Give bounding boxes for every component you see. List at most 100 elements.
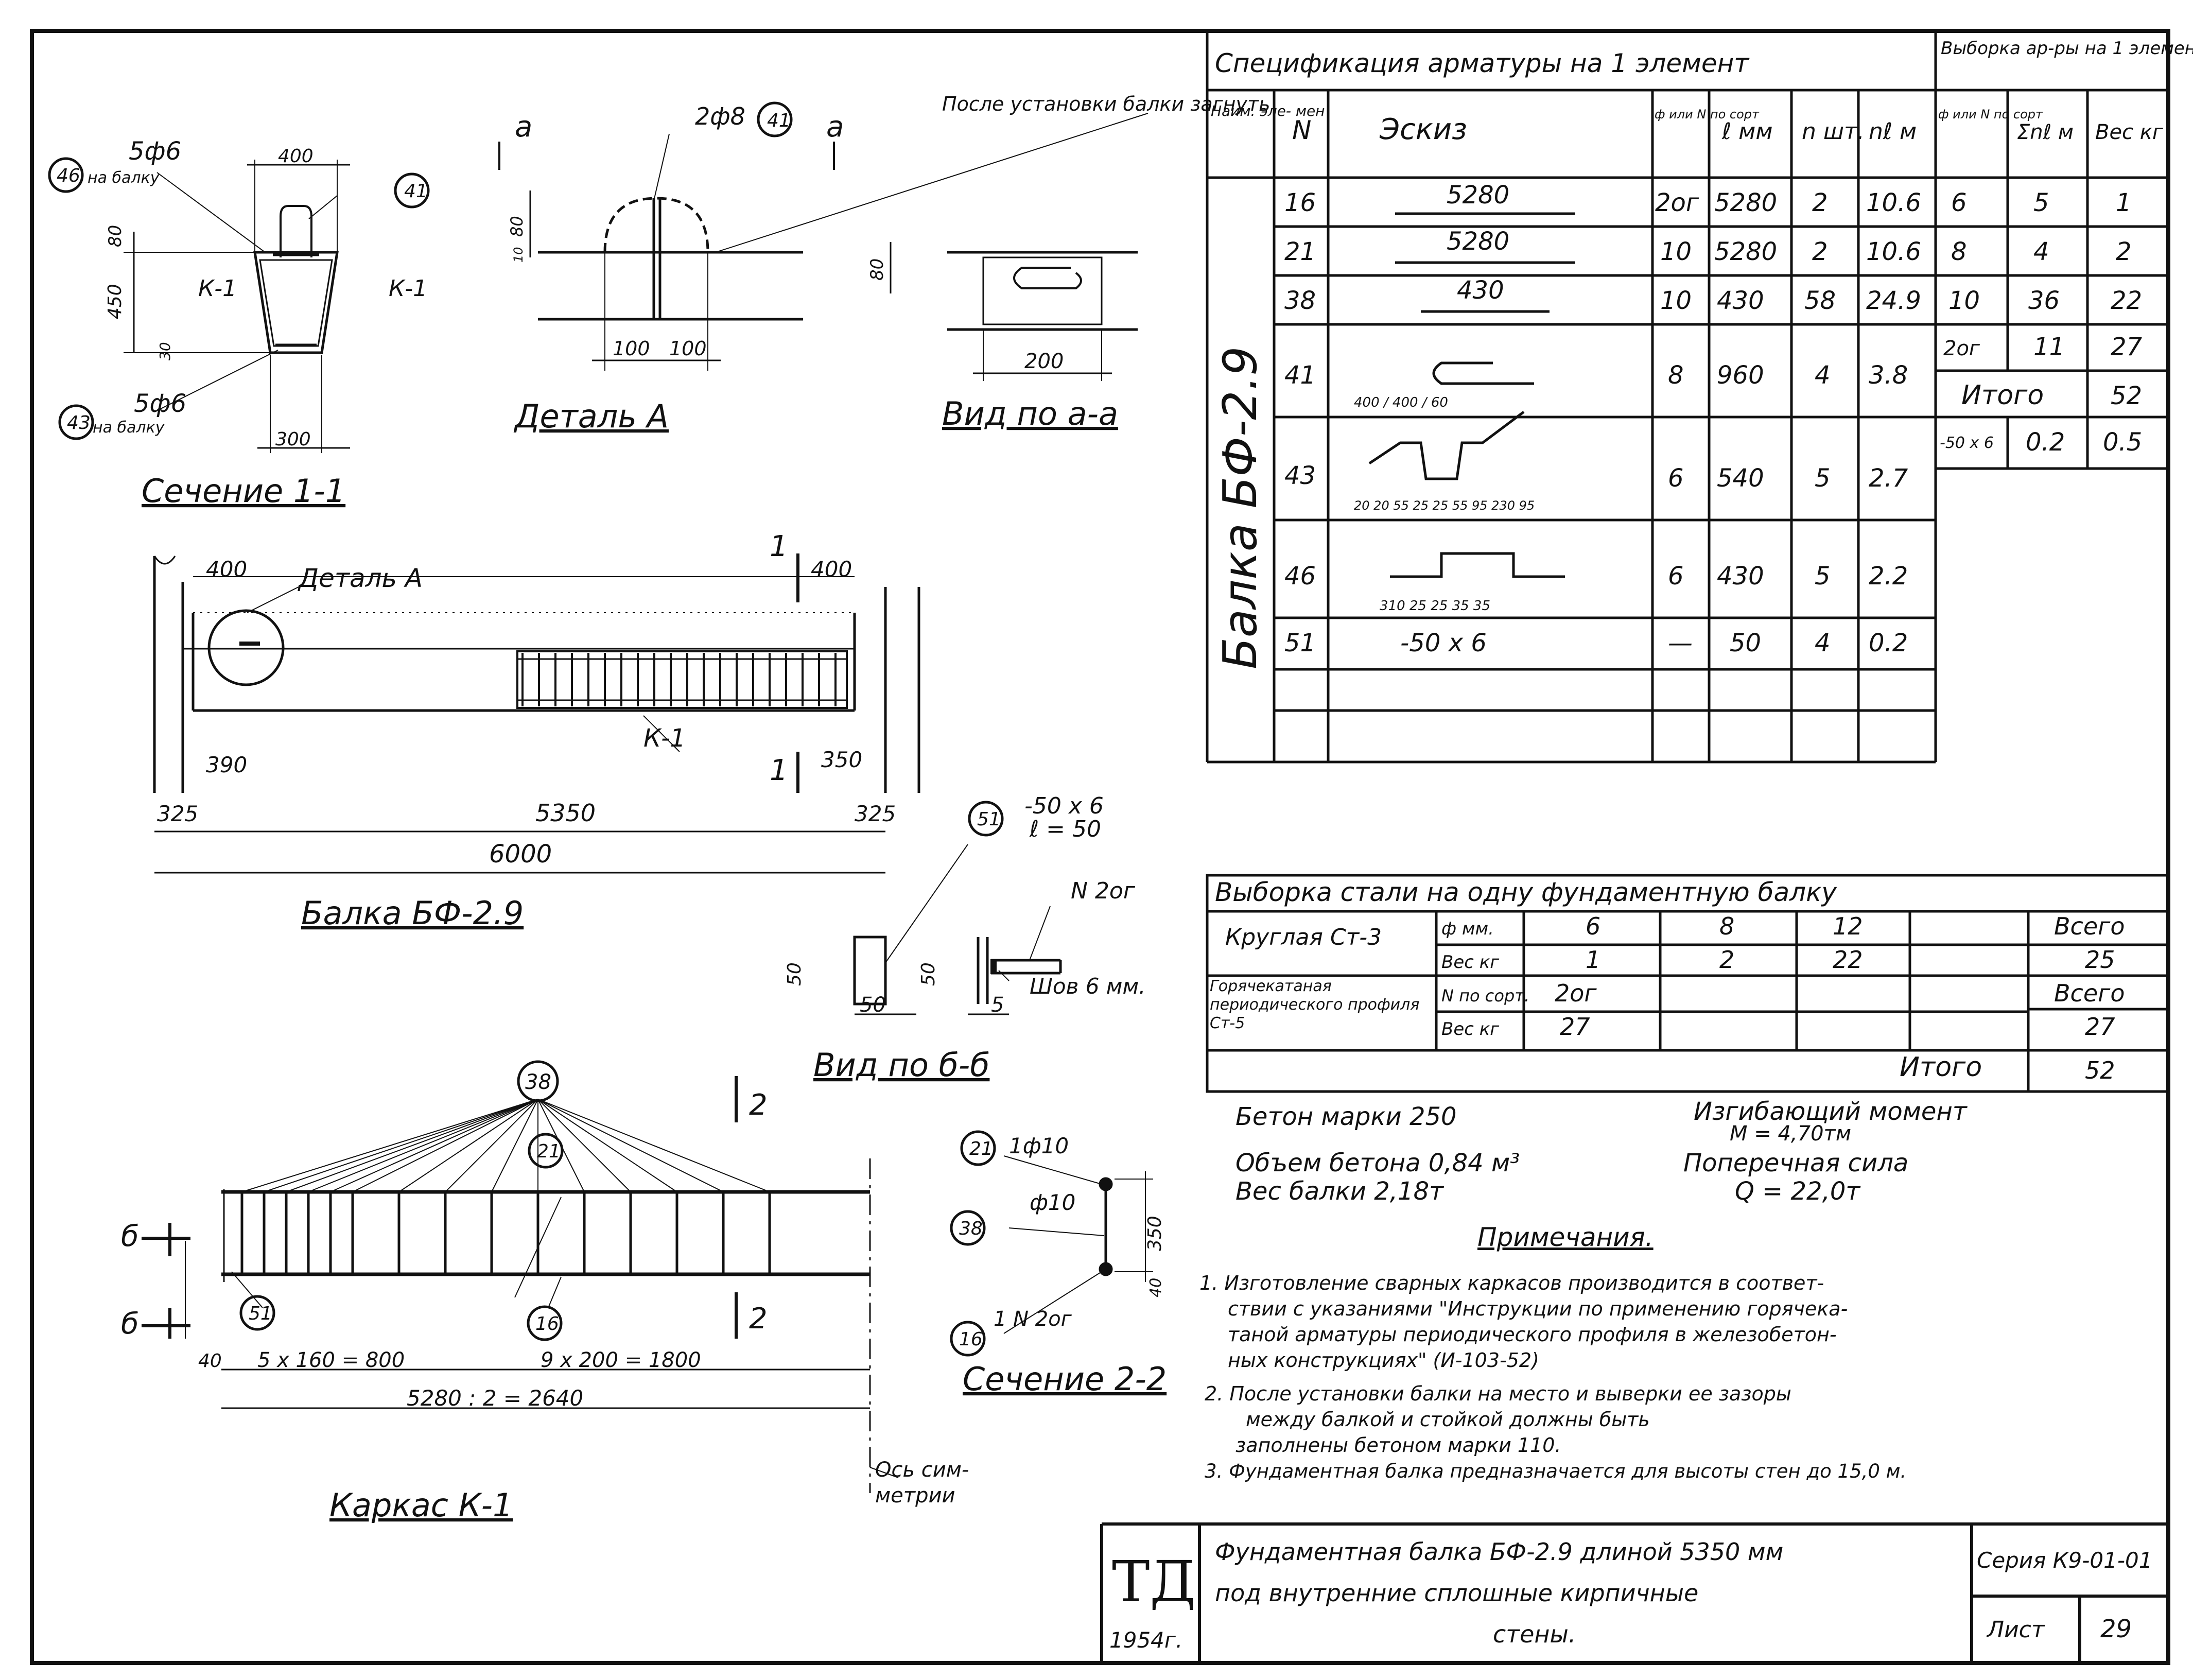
beam-stirrups <box>521 653 837 706</box>
stamp-logo: ТД <box>1112 1549 1196 1615</box>
dim: 40 <box>198 1350 222 1372</box>
dim: 5350 <box>535 799 596 827</box>
sample-row-dia: 6 <box>1951 188 1967 217</box>
steel-hot-sort: 2ог <box>1555 979 1597 1007</box>
spec-header-total-length: nℓ м <box>1869 118 1917 145</box>
spec-row-dia: 8 <box>1668 361 1684 390</box>
callout-leader <box>308 1099 538 1192</box>
view-b-b-caption: Вид по б-б <box>813 1046 989 1084</box>
steel-weight: 2 <box>1719 946 1734 974</box>
steel-hot-weight: 27 <box>1560 1013 1590 1041</box>
dim: 100 <box>669 337 707 360</box>
section-mark-2: 2 <box>749 1088 768 1122</box>
sheet-label: Лист <box>1986 1617 2045 1643</box>
sample-row-dia: 10 <box>1948 286 1980 315</box>
notes: 1. Изготовление сварных каркасов произво… <box>1199 1272 1906 1482</box>
beam-frame-label: К-1 <box>643 724 686 753</box>
note-line: заполнены бетоном марки 110. <box>1235 1434 1561 1457</box>
plate-length: ℓ = 50 <box>1029 816 1101 842</box>
steel-total-label: Всего <box>2054 979 2125 1007</box>
steel-hot-total: 27 <box>2085 1013 2115 1041</box>
sample-row-sum: 36 <box>2028 286 2060 315</box>
dim: 10 <box>511 247 526 263</box>
callout-leader <box>445 1099 538 1192</box>
section-1-1-note-top-2: на балку <box>88 169 160 187</box>
steel-weight: 22 <box>1833 946 1863 974</box>
beam-caption: Балка БФ-2.9 <box>301 894 524 932</box>
callout-leader <box>491 1099 538 1192</box>
dim: 400 <box>811 557 852 582</box>
dim: 390 <box>206 752 247 777</box>
steel-weight: 1 <box>1586 946 1600 974</box>
bar-label: N 2ог <box>1071 878 1136 904</box>
spec-header-element: Наим. эле- мен <box>1211 102 1325 119</box>
callout-21: 21 <box>537 1141 561 1162</box>
steel-round-label: Круглая Ст-3 <box>1225 924 1382 950</box>
section-arrow-a: а <box>826 110 844 144</box>
weld-label: Шов 6 мм. <box>1030 974 1146 999</box>
frame-k1-drawing <box>142 1060 899 1493</box>
spec-row-sketch: 5280 <box>1447 227 1509 256</box>
spec-row-total: 3.8 <box>1869 361 1908 390</box>
concrete-volume: Объем бетона 0,84 м³ <box>1235 1149 1520 1177</box>
section-2-2-drawing <box>950 1130 1153 1357</box>
spec-row-total: 24.9 <box>1866 286 1921 315</box>
spec-row-total: 10.6 <box>1866 188 1921 217</box>
callout-leader <box>537 1099 770 1192</box>
detail-a-drawing <box>498 101 835 371</box>
axis-note-box: Ось сим- метрии <box>875 1458 969 1508</box>
spec-row-n: 51 <box>1284 629 1316 657</box>
callout-leader <box>241 1099 538 1192</box>
steel-round-total: 25 <box>2085 946 2115 974</box>
callout-51: 51 <box>249 1303 272 1324</box>
spec-row-length: 960 <box>1717 361 1764 390</box>
section-arrow-a: а <box>515 110 532 144</box>
spec-row-sketch: 5280 <box>1447 181 1509 210</box>
frame-label-left: К-1 <box>198 275 237 302</box>
dim: 9 х 200 = 1800 <box>541 1348 701 1372</box>
spec-row-length: 430 <box>1717 286 1764 315</box>
spec-row-sketch: 430 <box>1457 276 1504 305</box>
dim: 50 <box>918 962 939 986</box>
note-line: 2. После установки балки на место и выве… <box>1205 1382 1791 1405</box>
spec-row-count: 4 <box>1815 629 1831 657</box>
steel-sort-label: N по сорт. <box>1441 986 1529 1006</box>
frame-k1-fan <box>241 1099 770 1192</box>
view-a-a-note: После установки балки загнуть <box>942 93 1270 115</box>
spec-row-n: 38 <box>1284 286 1316 315</box>
dim: 325 <box>855 801 896 826</box>
sample-header-dia: ф или N по сорт <box>1938 107 2043 122</box>
spec-row-n: 46 <box>1284 562 1316 591</box>
spec-row-dia: 2ог <box>1655 188 1699 217</box>
spec-row-sketch: 400 / 400 / 60 <box>1354 395 1448 410</box>
spec-row-length: 540 <box>1717 464 1764 493</box>
axis-note: Ось сим- метрии <box>875 1458 969 1508</box>
section-1-1-note-bottom: 5ф6 <box>134 389 186 418</box>
steel-grand-total: 52 <box>2085 1057 2115 1084</box>
sheet-number: 29 <box>2100 1615 2132 1643</box>
steel-weight-label: Вес кг <box>1441 1019 1500 1040</box>
callout-leader <box>352 1099 538 1192</box>
title-line-2: под внутренние сплошные кирпичные <box>1215 1579 1698 1607</box>
spec-row-length: 430 <box>1717 562 1764 591</box>
note-line: 3. Фундаментная балка предназначается дл… <box>1205 1460 1906 1482</box>
view-a-a-drawing <box>715 113 1148 381</box>
dim: 50 <box>784 962 805 986</box>
steel-dia-label: ф мм. <box>1441 919 1494 939</box>
dim: 40 <box>1147 1278 1165 1297</box>
note-line: таной арматуры периодического профиля в … <box>1228 1323 1837 1346</box>
steel-dia: 8 <box>1719 912 1734 940</box>
steel-dia: 6 <box>1586 912 1600 940</box>
spec-row-count: 5 <box>1815 562 1831 591</box>
callout-41: 41 <box>404 181 428 202</box>
dim: 300 <box>275 429 311 450</box>
dim: 80 <box>867 258 887 281</box>
section-2-2-label: ф10 <box>1030 1190 1075 1215</box>
section-mark-1: 1 <box>770 754 788 787</box>
spec-table <box>1206 31 2168 764</box>
steel-hot-label: Горячекатаная периодического профиля Ст-… <box>1210 977 1420 1032</box>
spec-row-total: 2.2 <box>1869 562 1908 591</box>
callout-leader <box>537 1099 585 1192</box>
spec-row-length: 50 <box>1730 629 1761 657</box>
